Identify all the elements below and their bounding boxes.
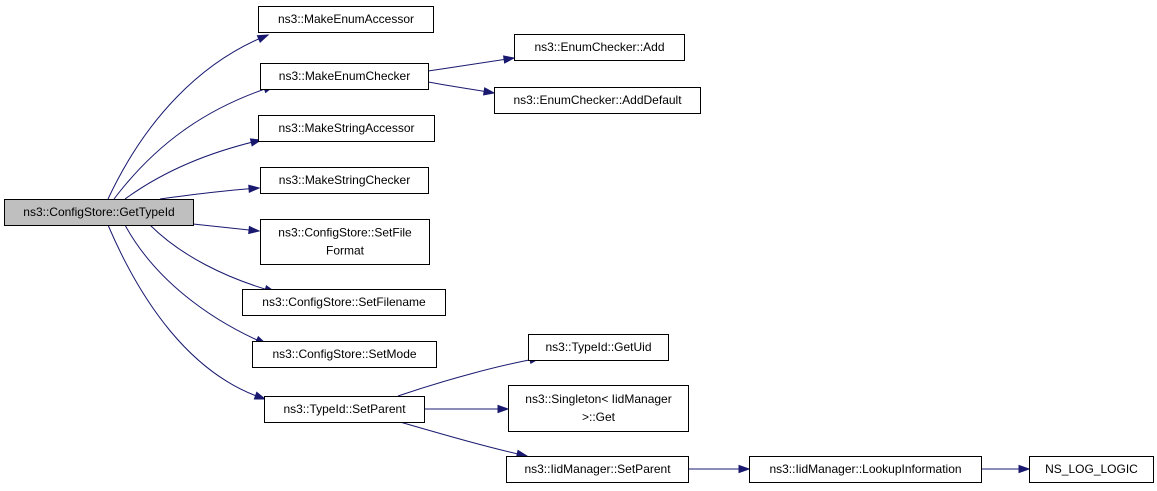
node-label: ns3::EnumChecker::AddDefault [513, 93, 682, 107]
node-enumAdd[interactable]: ns3::EnumChecker::Add [514, 34, 685, 61]
edge-line [399, 421, 528, 457]
edge-getTypeId-to-setParent [107, 224, 267, 400]
edge-line [107, 224, 266, 400]
node-box [749, 456, 982, 483]
edge-getTypeId-to-makeEnumAccessor [107, 34, 270, 200]
node-box [258, 6, 434, 33]
node-label: ns3::IidManager::LookupInformation [769, 462, 961, 476]
node-makeEnumChecker[interactable]: ns3::MakeEnumChecker [260, 63, 429, 90]
node-label: ns3::MakeEnumAccessor [278, 12, 414, 26]
node-label: ns3::ConfigStore::SetFilename [262, 295, 426, 309]
edge-getTypeId-to-setFileFormat [192, 223, 261, 235]
node-iidSetParent[interactable]: ns3::IidManager::SetParent [506, 456, 689, 483]
edge-arrowhead [248, 225, 261, 235]
node-makeEnumAccessor[interactable]: ns3::MakeEnumAccessor [258, 6, 434, 33]
node-label: ns3::MakeStringAccessor [278, 121, 414, 135]
edge-line [397, 357, 541, 397]
node-box [260, 167, 429, 194]
node-label: ns3::IidManager::SetParent [524, 462, 671, 476]
edge-arrowhead [253, 391, 267, 400]
node-box [528, 334, 669, 361]
node-singletonGet[interactable]: ns3::Singleton< IidManager>::Get [508, 385, 689, 432]
node-label: ns3::Singleton< IidManager [525, 392, 671, 406]
node-setMode[interactable]: ns3::ConfigStore::SetMode [252, 341, 437, 368]
node-setFilename[interactable]: ns3::ConfigStore::SetFilename [242, 289, 446, 316]
edge-line [124, 139, 262, 200]
edge-arrowhead [248, 184, 261, 193]
edge-line [149, 224, 276, 293]
node-box [258, 115, 435, 142]
node-box [260, 63, 429, 90]
edge-makeEnumChecker-to-enumAddDefault [427, 81, 496, 96]
node-lookupInfo[interactable]: ns3::IidManager::LookupInformation [749, 456, 982, 483]
edge-getTypeId-to-makeStringChecker [159, 184, 261, 200]
nodes-layer: ns3::ConfigStore::GetTypeId ns3::MakeEnum… [4, 6, 1154, 483]
node-box [494, 87, 701, 114]
node-makeStringAccessor[interactable]: ns3::MakeStringAccessor [258, 115, 435, 142]
node-setParent[interactable]: ns3::TypeId::SetParent [264, 396, 425, 423]
node-box [1029, 456, 1154, 483]
edge-line [427, 57, 515, 72]
node-box [264, 396, 425, 423]
edge-setParent-to-iidSetParent [399, 421, 529, 458]
node-label: Format [326, 244, 365, 258]
edge-getTypeId-to-setFilename [149, 224, 277, 294]
node-label: >::Get [582, 410, 616, 424]
node-label: ns3::TypeId::SetParent [283, 402, 406, 416]
edge-arrowhead [256, 34, 270, 43]
node-makeStringChecker[interactable]: ns3::MakeStringChecker [260, 167, 429, 194]
node-label: ns3::EnumChecker::Add [534, 40, 664, 54]
edge-line [159, 187, 260, 200]
node-box [506, 456, 689, 483]
node-getTypeId[interactable]: ns3::ConfigStore::GetTypeId [4, 199, 194, 226]
edge-line [107, 34, 269, 200]
node-box [4, 199, 194, 226]
node-label: ns3::MakeEnumChecker [279, 69, 410, 83]
node-enumAddDefault[interactable]: ns3::EnumChecker::AddDefault [494, 87, 701, 114]
node-label: ns3::TypeId::GetUid [545, 340, 651, 354]
edge-line [124, 224, 267, 345]
node-box [242, 289, 446, 316]
node-box [508, 385, 689, 432]
edge-lookupInfo-to-nsLogLogic [981, 464, 1031, 474]
edge-arrowhead [482, 87, 496, 96]
edge-arrowhead [738, 464, 751, 474]
edge-getTypeId-to-setMode [124, 224, 268, 345]
node-getUid[interactable]: ns3::TypeId::GetUid [528, 334, 669, 361]
node-box [514, 34, 685, 61]
node-box [260, 219, 430, 265]
node-label: ns3::ConfigStore::GetTypeId [23, 205, 174, 219]
node-label: ns3::ConfigStore::SetMode [272, 347, 416, 361]
node-box [252, 341, 437, 368]
edge-iidSetParent-to-lookupInfo [688, 464, 751, 474]
edge-arrowhead [497, 404, 510, 414]
edge-arrowhead [1018, 464, 1031, 474]
edge-makeEnumChecker-to-enumAdd [427, 55, 516, 72]
edge-line [113, 85, 275, 200]
node-label: ns3::ConfigStore::SetFile [278, 226, 412, 240]
edge-arrowhead [502, 55, 516, 64]
node-label: ns3::MakeStringChecker [279, 173, 410, 187]
node-nsLogLogic[interactable]: NS_LOG_LOGIC [1029, 456, 1154, 483]
node-label: NS_LOG_LOGIC [1045, 462, 1138, 476]
edge-setParent-to-singletonGet [424, 404, 510, 414]
